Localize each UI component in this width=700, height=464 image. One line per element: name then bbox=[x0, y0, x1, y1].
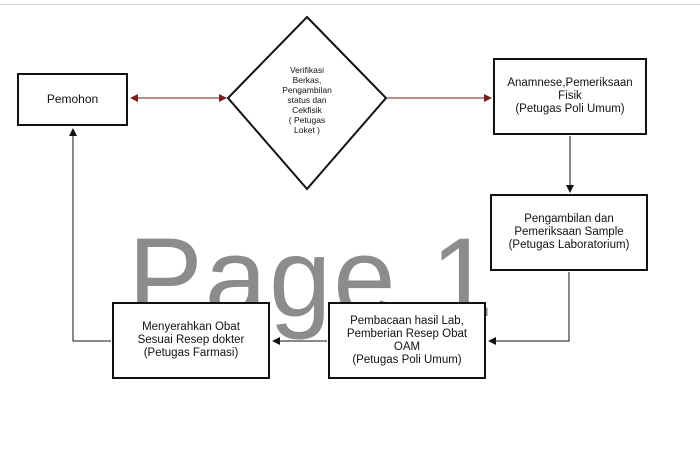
node-verifikasi-label: Verifikasi Berkas, Pengambilan status da… bbox=[282, 65, 332, 135]
node-laboratorium: Pengambilan dan Pemeriksaan Sample (Petu… bbox=[490, 194, 648, 271]
node-anamnese: Anamnese,Pemeriksaan Fisik (Petugas Poli… bbox=[493, 58, 647, 135]
node-pembacaan: Pembacaan hasil Lab, Pemberian Resep Oba… bbox=[328, 302, 486, 379]
top-border-line bbox=[0, 4, 700, 5]
node-pemohon: Pemohon bbox=[17, 73, 128, 126]
arrow-farmasi-pemohon bbox=[69, 128, 111, 342]
node-farmasi: Menyerahkan Obat Sesuai Resep dokter (Pe… bbox=[112, 302, 270, 379]
verifikasi-diamond bbox=[226, 15, 388, 191]
arrow-lab-pembacaan bbox=[488, 272, 570, 345]
